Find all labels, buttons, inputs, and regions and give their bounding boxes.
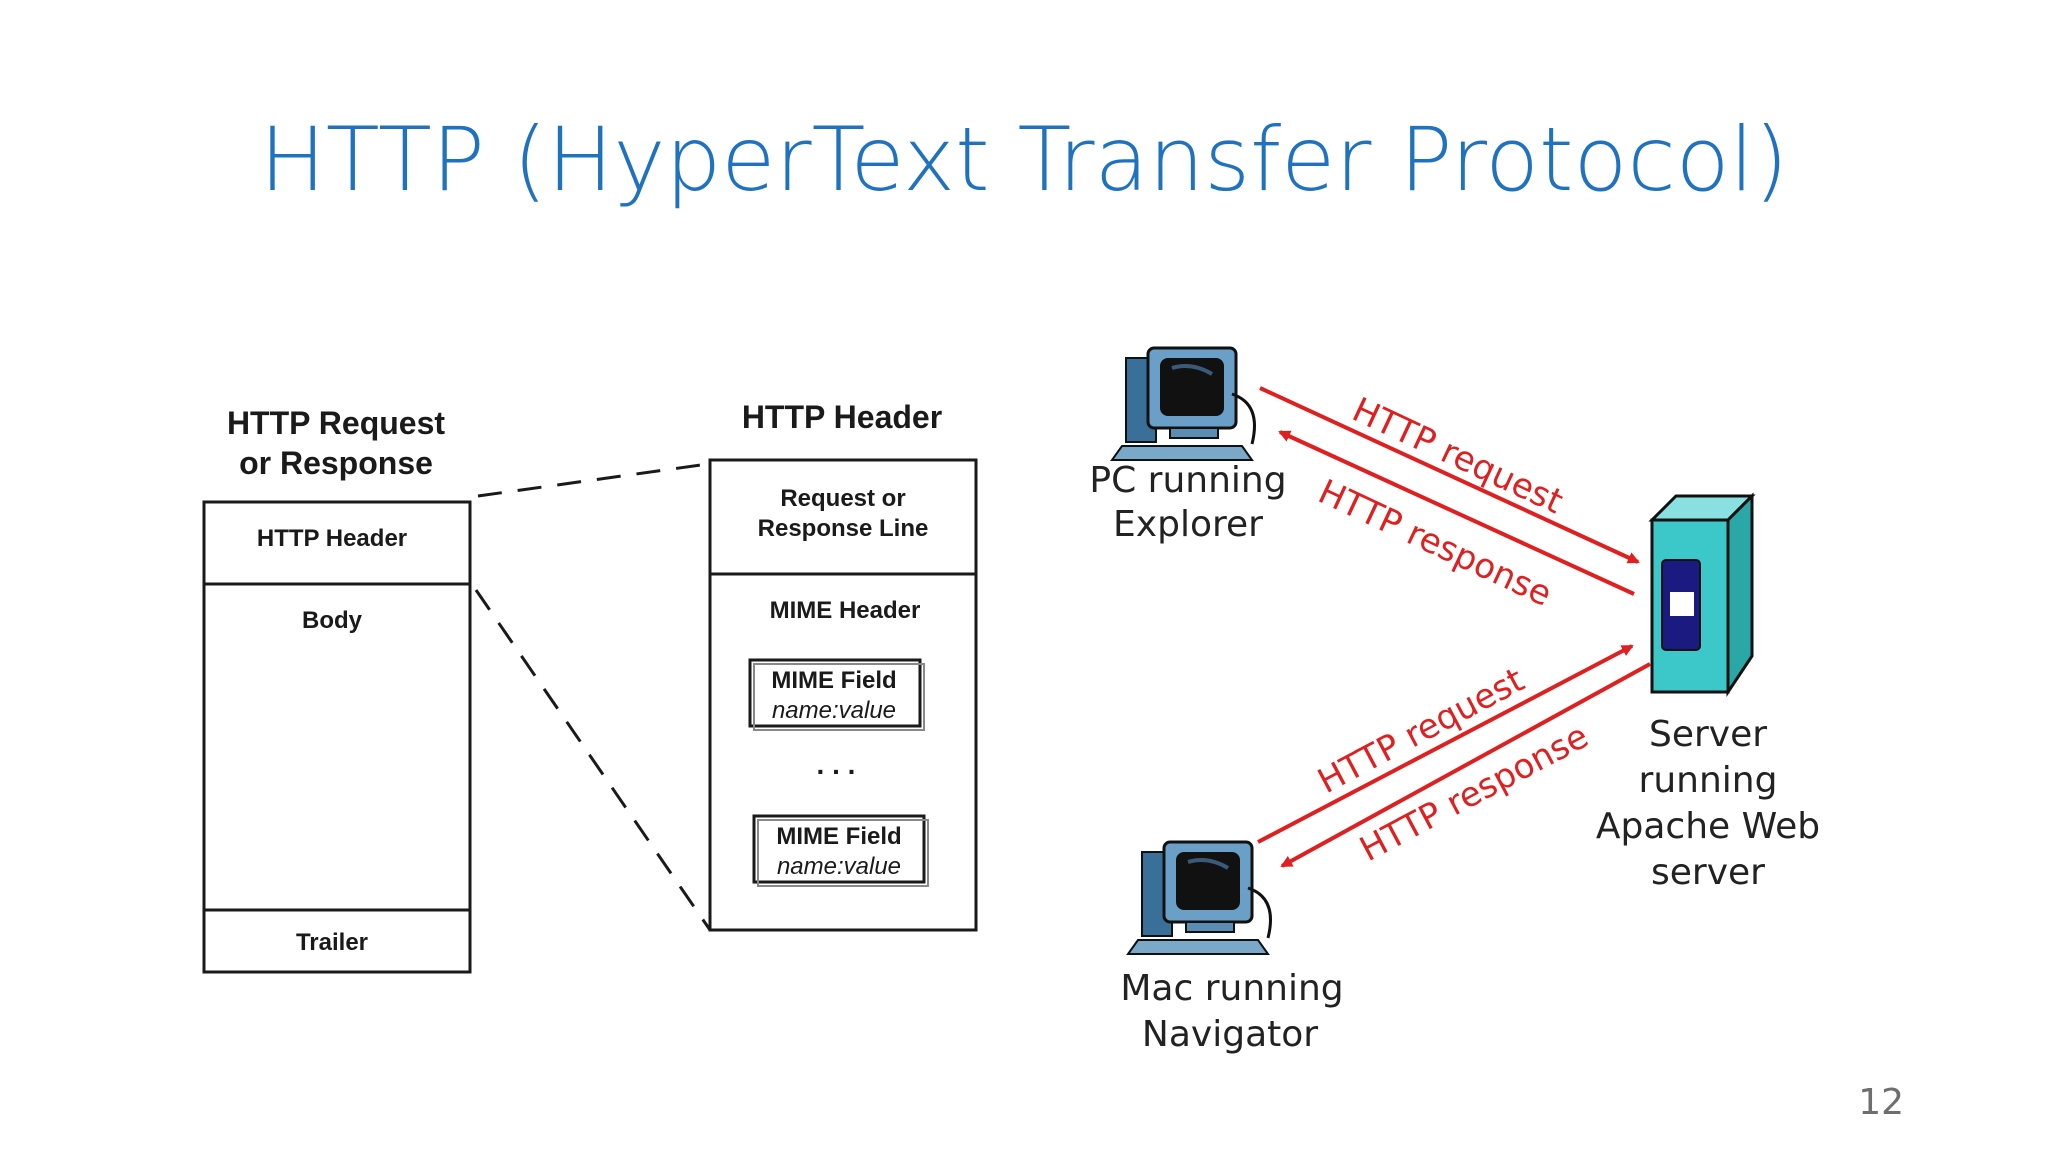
request-line-text-2: Response Line [758, 515, 929, 542]
message-box [202, 500, 472, 974]
pc-label-1: PC running [1089, 460, 1286, 501]
server-label-3: Apache Web [1596, 806, 1820, 847]
header-detail: HTTP Header Request or Response Line MIM… [708, 399, 978, 932]
mac-request-arrow [1257, 644, 1634, 844]
mime-field-2-name: MIME Field [776, 823, 901, 850]
message-heading-line1: HTTP Request [227, 405, 445, 441]
pc-computer-icon [1110, 346, 1256, 461]
server-label-4: server [1651, 852, 1765, 893]
mime-field-2-shadow [757, 819, 929, 887]
message-section-body: Body [302, 607, 363, 634]
mime-field-1-name: MIME Field [771, 667, 896, 694]
mime-field-2-value: name:value [777, 853, 901, 880]
message-heading-line2: or Response [239, 445, 433, 481]
message-section-trailer: Trailer [296, 929, 368, 956]
mac-label-1: Mac running [1120, 968, 1343, 1009]
server-tower-icon [1648, 492, 1756, 697]
header-detail-heading: HTTP Header [742, 399, 942, 435]
mime-field-1-value: name:value [772, 697, 896, 724]
mime-field-1-shadow [753, 663, 925, 731]
page-number: 12 [1858, 1082, 1904, 1123]
message-structure: HTTP Request or Response HTTP Header Bod… [202, 405, 472, 974]
zoom-line-bottom [474, 589, 712, 931]
mime-field-1-box [748, 658, 922, 728]
mac-label-2: Navigator [1142, 1014, 1318, 1055]
server-label-1: Server [1649, 714, 1767, 755]
pc-request-arrow [1259, 386, 1640, 564]
server-label-2: running [1639, 760, 1778, 801]
mime-header-label: MIME Header [770, 597, 921, 624]
mac-response-arrow [1280, 662, 1651, 868]
pc-response-arrow [1278, 430, 1635, 596]
mime-ellipsis: . . . [817, 749, 856, 780]
zoom-line-top [477, 462, 709, 498]
pc-label-2: Explorer [1113, 504, 1263, 545]
slide-title: HTTP (HyperText Transfer Protocol) [259, 108, 1789, 211]
mime-field-2-box [752, 814, 926, 884]
request-line-text-1: Request or [780, 485, 905, 512]
mac-computer-icon [1126, 840, 1272, 955]
message-section-header: HTTP Header [257, 525, 407, 552]
